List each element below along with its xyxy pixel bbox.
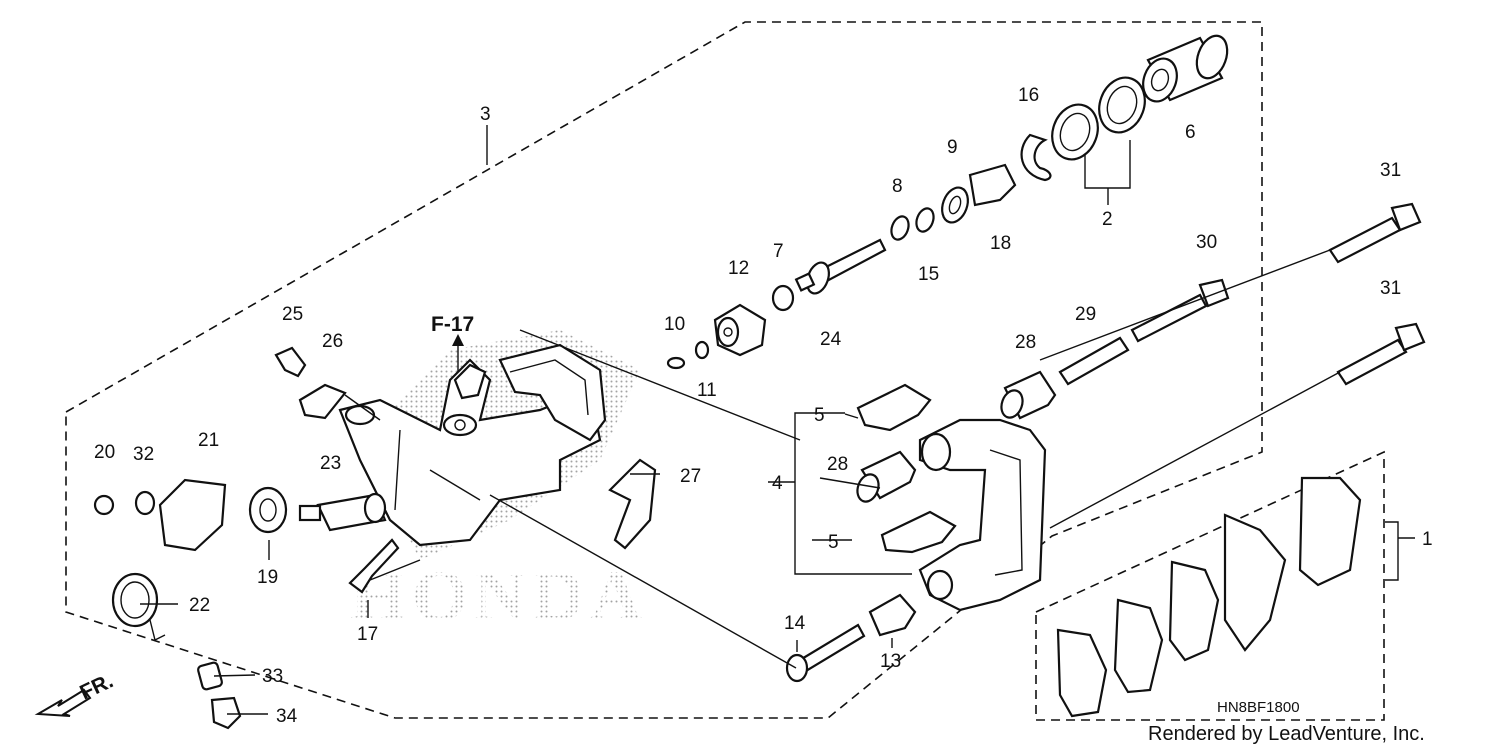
circlip [1020,133,1052,182]
callout-4: 4 [772,473,783,494]
callout-2: 2 [1102,209,1113,230]
callout-17: 17 [357,624,378,645]
washer-15 [915,207,935,233]
callout-14: 14 [784,613,806,634]
bolt-31-upper [1328,202,1422,264]
callout-10: 10 [664,314,685,335]
washer-8 [890,215,910,241]
nut-20 [93,494,115,516]
callout-29: 29 [1075,304,1096,325]
callout-33: 33 [262,666,283,687]
callout-8: 8 [892,176,903,197]
callout-28a: 28 [1015,332,1036,353]
callout-34: 34 [276,706,298,727]
callout-28b: 28 [827,454,848,475]
boot-upper [1000,370,1057,420]
bolt-30 [1130,278,1230,343]
callout-25: 25 [282,304,303,325]
pad-spring-lower [880,510,957,554]
callout-23: 23 [320,453,341,474]
callout-21: 21 [198,430,219,451]
callout-5a: 5 [814,405,825,426]
piston [1142,34,1229,103]
callout-5b: 5 [828,532,839,553]
slide-pin [1058,336,1130,386]
boot-13 [868,593,917,637]
boot-lower [856,450,917,503]
callout-11: 11 [697,380,717,401]
spring-22 [111,572,166,642]
callout-3: 3 [480,104,491,125]
adjusting-shaft [794,238,887,295]
bolt-31-lower [1336,322,1426,386]
piston-23 [298,492,387,532]
bracket-26 [298,383,347,420]
callout-16: 16 [1018,85,1039,106]
cam-lever [713,303,767,357]
honda-watermark-text: HONDA [350,556,648,636]
part-code: HN8BF1800 [1217,699,1300,716]
callout-13: 13 [880,651,901,672]
callout-9: 9 [947,137,958,158]
bolt-25 [274,346,307,378]
callout-12: 12 [728,258,749,279]
callout-6: 6 [1185,122,1196,143]
pin-10 [666,356,686,370]
cap-33 [197,661,223,691]
pad-set-outline [1035,450,1385,721]
pad-spring-upper [856,383,932,432]
callout-15: 15 [918,264,939,285]
callout-19: 19 [257,567,278,588]
front-direction-arrow: FR. [34,669,117,717]
bleeder-34 [210,696,242,730]
brake-pads [1056,476,1362,718]
bolt-14 [785,623,866,683]
callout-32: 32 [133,444,154,465]
bolt-17 [348,538,400,594]
callout-1: 1 [1422,529,1433,550]
bracket-item-4 [794,412,912,575]
callout-18: 18 [990,233,1011,254]
adjuster [941,163,1017,224]
caliper-assembly-outline [65,21,1263,719]
callout-24: 24 [820,329,842,350]
callout-30: 30 [1196,232,1217,253]
piston-seal-set [1051,76,1146,161]
callout-26: 26 [322,331,343,352]
callout-31a: 31 [1380,160,1401,181]
seal-19 [248,486,288,534]
pad-retainer [608,458,657,550]
callout-20: 20 [94,442,115,463]
caliper-bracket [918,418,1047,612]
callout-22: 22 [189,595,210,616]
render-credit: Rendered by LeadVenture, Inc. [1148,723,1425,745]
bracket-item-1 [1385,521,1399,581]
callout-31b: 31 [1380,278,1401,299]
callout-7: 7 [773,241,784,262]
washer-32 [134,490,156,516]
cover-21 [158,478,227,552]
callout-27: 27 [680,466,701,487]
caliper-body [338,343,607,547]
nut-7 [771,284,795,312]
reference-label: F-17 [431,313,474,336]
washer-11 [694,340,710,360]
